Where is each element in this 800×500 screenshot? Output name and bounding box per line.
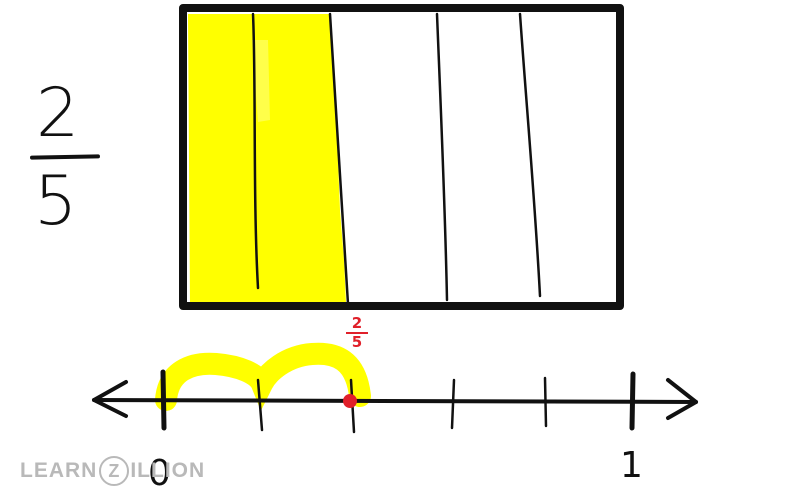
divider-line [435,12,449,302]
right-arrow-icon [666,378,698,420]
fraction-numerator: 2 [36,74,80,153]
logo-z-icon: Z [99,456,130,486]
tick-zero [160,369,167,431]
logo-text-illion: ILLION [130,459,206,482]
marked-point-label: 2 5 [340,316,374,350]
tick-mark [543,376,548,428]
number-line-start-label: 0 [148,453,171,494]
interval-brace [155,342,371,411]
tick-mark [256,378,264,432]
shaded-highlight [252,40,270,122]
marked-point-denominator: 5 [351,333,363,351]
area-model-rectangle [179,4,624,310]
tick-one [629,371,636,431]
marked-point-numerator: 2 [351,314,363,332]
divider-line [518,12,542,298]
divider-line [251,12,260,290]
shaded-region [188,14,346,304]
marked-point [343,394,357,408]
number-line-end-label: 1 [620,445,643,486]
left-arrow-icon [92,380,128,418]
divider-line [328,12,350,306]
number-line-axis [92,398,698,404]
logo-text-learn: LEARN [20,459,98,482]
tick-mark [450,378,456,430]
learnzillion-logo: LEARN Z ILLION [20,456,205,486]
marked-point-bar [346,332,368,334]
fraction-denominator: 5 [34,162,78,241]
